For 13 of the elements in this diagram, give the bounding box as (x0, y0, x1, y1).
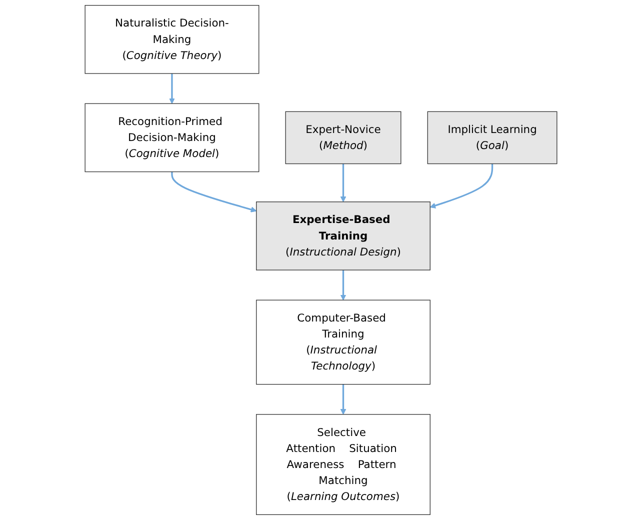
node-box: Recognition-Primed Decision-Making (Cognitive Model) (84, 103, 260, 172)
node-box: Selective Attention Situation Awareness Pattern Matching (Learning Outcomes) (256, 414, 430, 515)
node-box: Expert-Novice (Method) (285, 111, 402, 164)
arrow (340, 270, 346, 300)
node-box: Expertise-Based Training (Instructional Design) (256, 202, 430, 270)
node-box: Naturalistic Decision-Making (Cognitive Theory) (84, 5, 260, 74)
node-box: Implicit Learning (Goal) (427, 111, 558, 164)
node-box: Computer-Based Training (Instructional Technology) (256, 300, 430, 385)
arrow (171, 172, 257, 212)
arrow (430, 164, 494, 208)
arrow (340, 384, 346, 415)
arrow (169, 74, 175, 104)
arrow (340, 164, 346, 202)
